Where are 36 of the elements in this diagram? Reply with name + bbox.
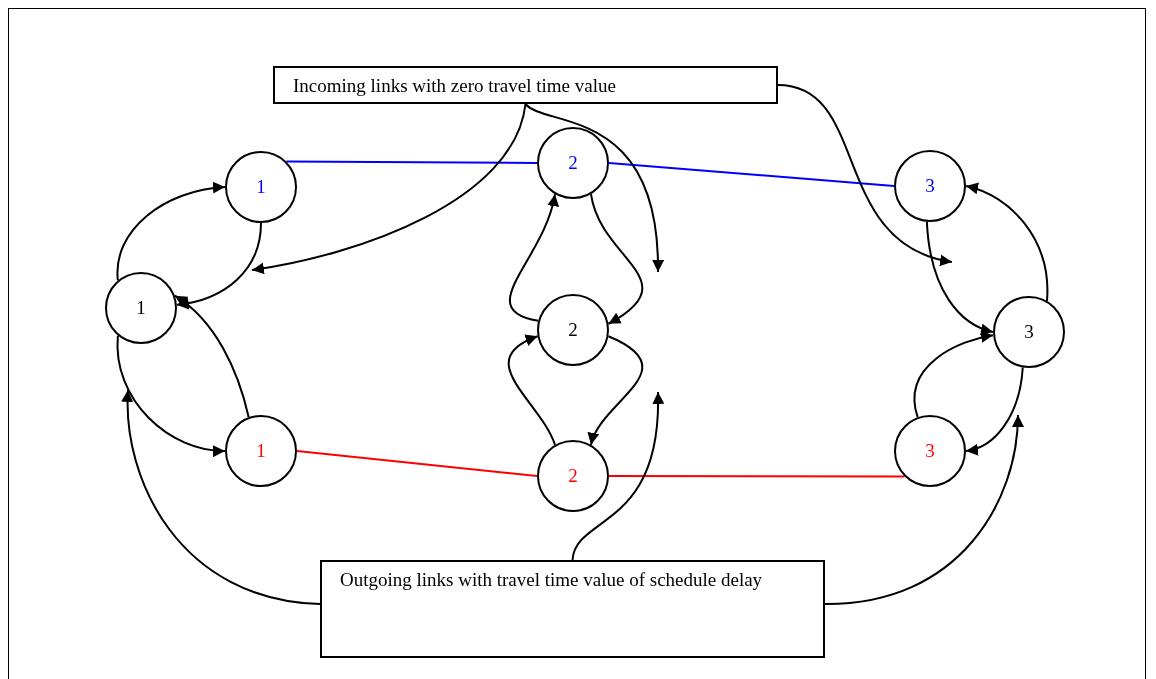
node-label: 2 <box>568 319 578 341</box>
connector-line <box>608 475 906 478</box>
node-label: 3 <box>925 175 935 197</box>
arrow <box>116 182 226 282</box>
arrow <box>589 335 644 446</box>
callout-box <box>273 66 778 104</box>
connector-line <box>608 162 895 187</box>
connector-line <box>285 160 538 164</box>
callout-text: Outgoing links with travel time value of schedule delay <box>340 568 763 592</box>
arrow <box>509 193 559 322</box>
node-label: 1 <box>256 176 266 198</box>
arrow <box>965 366 1024 455</box>
node-label: 2 <box>568 152 578 174</box>
arrow <box>121 389 321 606</box>
arrow <box>925 220 994 335</box>
arrow <box>571 391 664 561</box>
arrow <box>251 103 527 274</box>
arrow <box>116 334 226 457</box>
arrow <box>777 84 953 265</box>
arrow <box>913 331 995 419</box>
callout-text: Incoming links with zero travel time value <box>293 74 616 98</box>
callout-box <box>320 560 825 658</box>
arrow <box>507 335 556 446</box>
arrow <box>175 222 262 310</box>
node-label: 2 <box>568 465 578 487</box>
node-label: 3 <box>1024 321 1034 343</box>
node-label: 1 <box>136 297 146 319</box>
arrow <box>173 294 250 419</box>
connector-line <box>296 450 538 477</box>
node-label: 3 <box>925 440 935 462</box>
node-label: 1 <box>256 440 266 462</box>
arrow <box>590 193 644 325</box>
arrow <box>824 414 1024 606</box>
arrow <box>524 103 664 273</box>
circle-node <box>537 127 609 199</box>
arrow <box>965 183 1049 302</box>
